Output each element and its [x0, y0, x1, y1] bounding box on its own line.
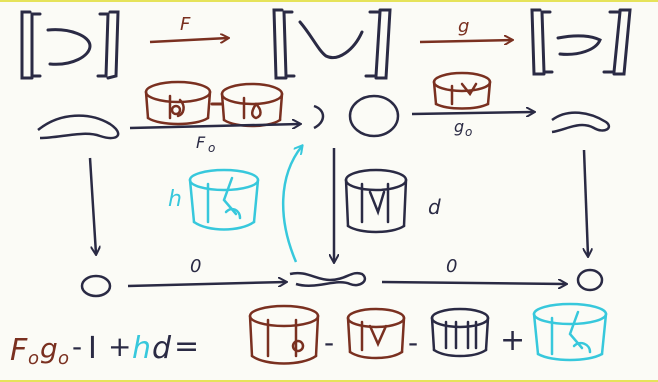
eq-o1: o [28, 348, 39, 369]
bracket-curve [558, 36, 600, 55]
cobordism-brown-right [434, 73, 490, 109]
wavy-curve-left [38, 116, 118, 138]
arrow-g: g [420, 16, 512, 42]
arrow-bottom-2: 0 [382, 256, 566, 284]
cobordism-pair-brown [146, 82, 282, 126]
double-bracket-right [532, 10, 630, 74]
eq-plus1: + [108, 330, 131, 363]
eq-o2: o [58, 348, 69, 369]
eq-equals: = [174, 329, 199, 364]
eq-term-cyan [534, 304, 606, 360]
arrow-f: F [150, 14, 228, 42]
arrow-g-label: g [458, 16, 469, 37]
eq-minus1: - [72, 330, 82, 363]
eq-d: d [152, 331, 172, 366]
d-label: d [428, 195, 441, 219]
eq-identity: I [88, 331, 97, 366]
arrow-g0-label: g [454, 117, 464, 136]
circle-bottom-left [82, 276, 110, 296]
wavy-curve-right [552, 113, 609, 132]
arrow-bottom-1-label: 0 [190, 256, 201, 277]
arc-middle [314, 106, 323, 128]
wavy-curve-bottom [290, 273, 365, 286]
arrow-F0-label: F [196, 133, 206, 152]
eq-plus2: + [500, 323, 525, 358]
circle-bottom-right [578, 270, 602, 290]
eq-minus2: - [324, 326, 334, 359]
eq-g: g [40, 332, 58, 365]
cobordism-cyan-h [190, 170, 258, 230]
arrow-F0: F o [130, 124, 300, 155]
arrow-down-right [584, 150, 588, 256]
cobordism-dark-d [346, 170, 406, 232]
arrow-bottom-1: 0 [128, 256, 286, 286]
circle-middle [350, 96, 398, 136]
eq-minus3: - [408, 326, 418, 359]
arrow-g0-subscript: o [465, 125, 472, 139]
arrow-F0-subscript: o [208, 141, 215, 155]
h-label: h [168, 187, 182, 212]
eq-term-brown-1 [250, 306, 318, 364]
eq-F: F [10, 333, 28, 368]
double-bracket-middle [274, 10, 390, 78]
arrow-down-left [90, 158, 96, 254]
arrow-h [283, 146, 302, 262]
arrow-bottom-2-label: 0 [446, 256, 457, 277]
arrow-g0: g o [412, 112, 534, 139]
eq-term-brown-2 [348, 309, 404, 358]
equation: F o g o - I + h d = [10, 329, 199, 369]
eq-h: h [132, 331, 151, 366]
arrow-f-label: F [180, 14, 191, 35]
eq-term-dark [432, 309, 488, 356]
tangle-curve [48, 30, 90, 65]
double-bracket-left [22, 12, 118, 78]
cup-curve [300, 22, 362, 58]
